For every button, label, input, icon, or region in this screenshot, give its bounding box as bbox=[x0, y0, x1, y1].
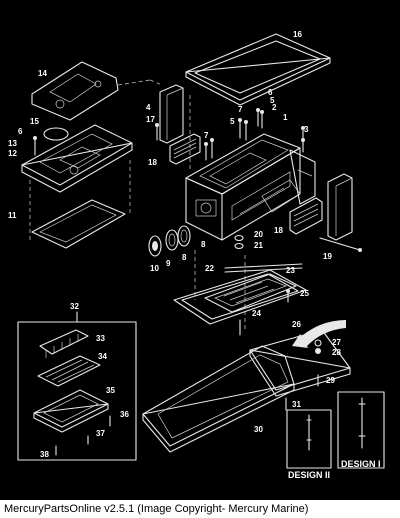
copyright-footer: MercuryPartsOnline v2.5.1 (Image Copyrig… bbox=[0, 500, 400, 518]
o-ring-15[interactable] bbox=[43, 127, 69, 141]
callout-24: 24 bbox=[252, 309, 261, 318]
washer-27[interactable] bbox=[314, 339, 322, 347]
bolts-5-7[interactable] bbox=[204, 108, 305, 161]
callout-17: 17 bbox=[146, 115, 155, 124]
callout-16: 16 bbox=[293, 30, 302, 39]
callout-7a: 7 bbox=[238, 105, 243, 114]
callout-20: 20 bbox=[254, 230, 263, 239]
callout-29: 29 bbox=[326, 376, 335, 385]
callout-6a: 6 bbox=[18, 127, 23, 136]
callout-19: 19 bbox=[323, 252, 332, 261]
washers-20-21[interactable] bbox=[234, 234, 244, 250]
design-i-label: DESIGN I bbox=[341, 459, 381, 469]
callout-18b: 18 bbox=[274, 226, 283, 235]
callout-9: 9 bbox=[166, 259, 171, 268]
callout-7b: 7 bbox=[204, 131, 209, 140]
callout-11: 11 bbox=[8, 211, 17, 220]
bracket-4-right[interactable] bbox=[327, 173, 353, 241]
grate-23[interactable] bbox=[204, 273, 297, 313]
callout-35: 35 bbox=[106, 386, 115, 395]
callout-21: 21 bbox=[254, 241, 263, 250]
gasket-24[interactable] bbox=[173, 269, 307, 336]
cable-22[interactable] bbox=[224, 263, 303, 273]
bolt-3[interactable] bbox=[301, 126, 305, 146]
callout-23: 23 bbox=[286, 266, 295, 275]
bracket-4-upper[interactable] bbox=[159, 84, 184, 144]
callout-6b: 6 bbox=[268, 88, 273, 97]
filter-18-upper[interactable] bbox=[169, 133, 201, 165]
callout-4-upper: 4 bbox=[146, 103, 151, 112]
callout-5b: 5 bbox=[270, 96, 275, 105]
callout-8b: 8 bbox=[182, 253, 187, 262]
callout-labels: 1 2 3 4 5 5 6 6 7 7 8 8 9 10 11 12 13 14… bbox=[8, 30, 341, 459]
callout-5a: 5 bbox=[230, 117, 235, 126]
callout-25: 25 bbox=[300, 289, 309, 298]
callout-37: 37 bbox=[96, 429, 105, 438]
callout-26: 26 bbox=[292, 320, 301, 329]
nut-28[interactable] bbox=[315, 348, 321, 354]
callout-8a: 8 bbox=[201, 240, 206, 249]
callout-15: 15 bbox=[30, 117, 39, 126]
callout-3: 3 bbox=[304, 125, 309, 134]
design-ii-panel[interactable] bbox=[286, 409, 332, 469]
callout-22: 22 bbox=[205, 264, 214, 273]
callout-36: 36 bbox=[120, 410, 129, 419]
callout-34: 34 bbox=[98, 352, 107, 361]
seal-rings-8-9-10[interactable] bbox=[148, 225, 191, 257]
housing-1[interactable] bbox=[185, 133, 316, 241]
gasket-14[interactable] bbox=[31, 61, 119, 121]
callout-1: 1 bbox=[283, 113, 288, 122]
comb-33[interactable] bbox=[39, 329, 89, 358]
callout-28: 28 bbox=[332, 348, 341, 357]
plate-30[interactable] bbox=[142, 345, 295, 453]
callout-33: 33 bbox=[96, 334, 105, 343]
direction-arrow bbox=[296, 320, 346, 347]
parts-diagram: 1 2 3 4 5 5 6 6 7 7 8 8 9 10 11 12 13 14… bbox=[8, 30, 385, 480]
plate-26[interactable] bbox=[249, 329, 351, 397]
callout-2: 2 bbox=[272, 103, 277, 112]
bolt-17[interactable] bbox=[155, 123, 159, 141]
gasket-11[interactable] bbox=[31, 199, 126, 249]
bolt-19[interactable] bbox=[319, 237, 362, 252]
cover-plate-12[interactable] bbox=[21, 124, 133, 193]
callout-12: 12 bbox=[8, 149, 17, 158]
frame-35[interactable] bbox=[33, 389, 109, 433]
design-i-panel[interactable] bbox=[337, 391, 385, 469]
callout-31: 31 bbox=[292, 400, 301, 409]
callout-38: 38 bbox=[40, 450, 49, 459]
bolt-6-left[interactable] bbox=[33, 136, 37, 156]
design-ii-label: DESIGN II bbox=[288, 470, 330, 480]
gasket-16[interactable] bbox=[185, 33, 331, 106]
arrow-head bbox=[292, 334, 308, 348]
callout-18a: 18 bbox=[148, 158, 157, 167]
callout-32: 32 bbox=[70, 302, 79, 311]
kit-box-32 bbox=[17, 311, 137, 461]
callout-10: 10 bbox=[150, 264, 159, 273]
grate-34[interactable] bbox=[37, 355, 101, 387]
callout-13: 13 bbox=[8, 139, 17, 148]
callout-27: 27 bbox=[332, 338, 341, 347]
callout-14: 14 bbox=[38, 69, 47, 78]
callout-30: 30 bbox=[254, 425, 263, 434]
filter-18-right[interactable] bbox=[289, 197, 323, 235]
